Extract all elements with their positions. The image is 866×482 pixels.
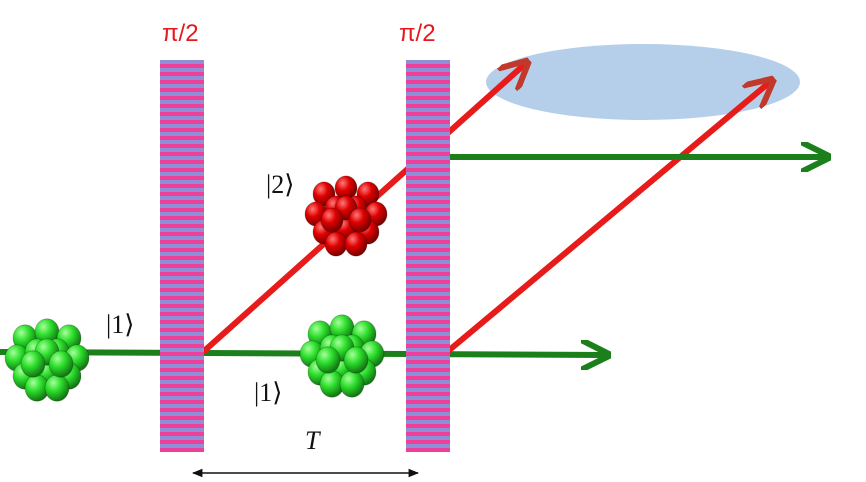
atom — [324, 231, 348, 257]
atom — [343, 346, 369, 374]
green-atom-cloud-incoming — [4, 318, 90, 402]
atom — [348, 207, 372, 233]
atom — [320, 207, 344, 233]
excited-state-path-lower — [445, 82, 770, 355]
atom — [44, 374, 70, 402]
atom — [315, 346, 341, 374]
laser-pulse-1 — [160, 60, 204, 452]
atom — [20, 350, 46, 378]
atom — [48, 350, 74, 378]
state-label-between: |1⟩ — [254, 378, 283, 407]
atom — [344, 231, 368, 257]
laser-pulse-2 — [406, 60, 450, 452]
detection-region — [486, 44, 800, 120]
state-label-incoming: |1⟩ — [106, 310, 135, 339]
pulse-1-label: π/2 — [162, 20, 199, 47]
red-atom-cloud — [304, 175, 388, 257]
state-label-excited: |2⟩ — [266, 170, 295, 199]
time-label: T — [305, 426, 320, 455]
pulse-2-label: π/2 — [399, 20, 436, 47]
green-atom-cloud-between — [299, 314, 385, 398]
atom — [339, 370, 365, 398]
